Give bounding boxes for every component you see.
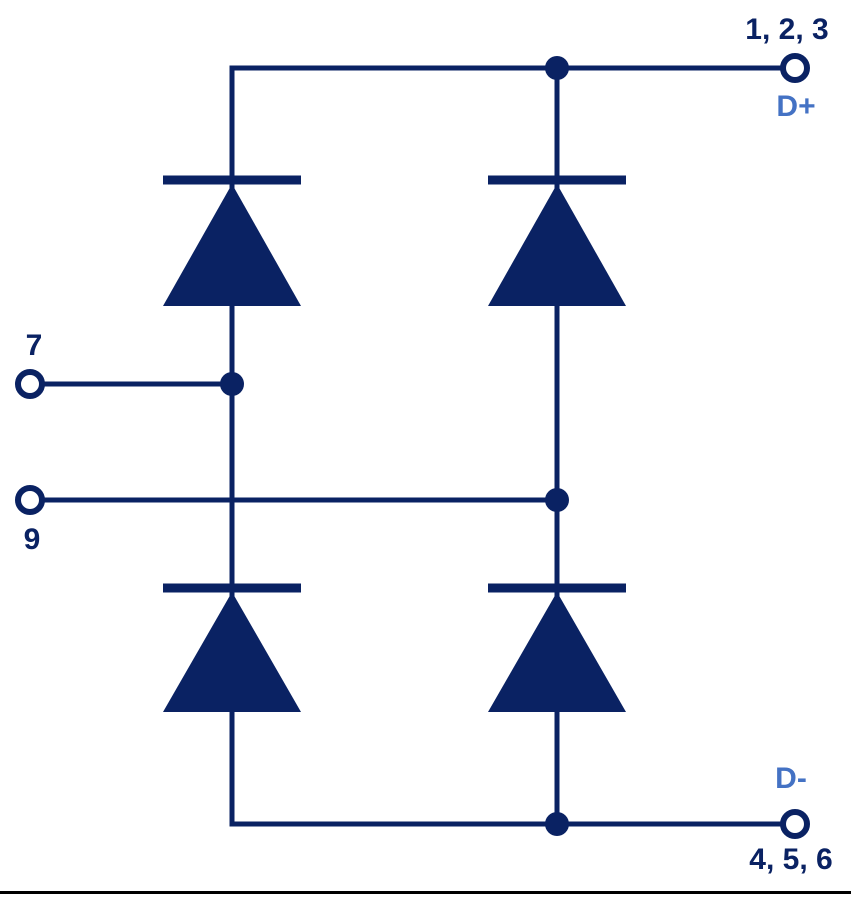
terminal-input-9-icon — [15, 485, 45, 515]
diode-anode-triangle — [488, 592, 626, 712]
label-input-9: 9 — [23, 523, 41, 556]
terminal-dc-positive-icon — [780, 53, 810, 83]
terminal-dc-negative-icon — [780, 809, 810, 839]
diode-lower-left-icon — [163, 583, 301, 712]
diode-anode-triangle — [488, 184, 626, 306]
junction-dot-bottom — [545, 812, 569, 836]
diode-anode-triangle — [163, 184, 301, 306]
bottom-divider-rule — [0, 891, 851, 894]
label-dc-negative: D- — [775, 762, 807, 795]
wire-left-branch-loop — [229, 65, 783, 827]
terminal-input-7-icon — [15, 369, 45, 399]
junction-dot-top — [545, 56, 569, 80]
diode-upper-right-icon — [488, 175, 626, 306]
junction-dot-input-9 — [545, 488, 569, 512]
junction-dot-input-7 — [220, 372, 244, 396]
label-bottom-pins: 4, 5, 6 — [749, 843, 833, 876]
label-top-pins: 1, 2, 3 — [745, 13, 829, 46]
diode-upper-left-icon — [163, 175, 301, 306]
label-input-7: 7 — [25, 329, 43, 362]
label-dc-positive: D+ — [776, 90, 816, 123]
diode-lower-right-icon — [488, 583, 626, 712]
diode-anode-triangle — [163, 592, 301, 712]
